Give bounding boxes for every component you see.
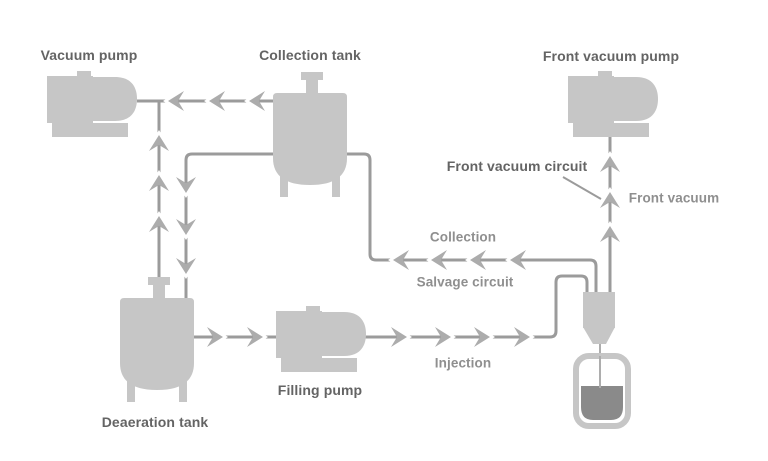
collection-label: Collection — [429, 229, 497, 245]
deaeration-tank-icon — [120, 277, 194, 402]
injection-label: Injection — [434, 355, 492, 371]
front-vacuum-circuit-label: Front vacuum circuit — [446, 158, 588, 174]
salvage-circuit-label: Salvage circuit — [416, 274, 514, 290]
collection-tank-icon — [273, 72, 347, 197]
front-vacuum-pump-icon — [568, 71, 658, 137]
collection-tank-label: Collection tank — [259, 47, 361, 63]
vacuum-pump-label: Vacuum pump — [40, 47, 138, 63]
pipe-injection-line — [194, 274, 589, 339]
front-vacuum-circuit-leader-line — [562, 176, 602, 200]
pipe-salvage-line — [346, 152, 598, 293]
filling-pump-icon — [276, 306, 366, 372]
front-vacuum-pump-label: Front vacuum pump — [542, 48, 680, 64]
product-container-icon — [573, 353, 631, 429]
front-vacuum-label: Front vacuum — [628, 190, 720, 206]
deaeration-tank-label: Deaeration tank — [101, 414, 209, 430]
filling-pump-label: Filling pump — [277, 382, 363, 398]
filling-head-icon — [583, 292, 615, 386]
pipe-collection-to-deaeration — [184, 152, 278, 299]
vacuum-pump-icon — [47, 71, 137, 137]
